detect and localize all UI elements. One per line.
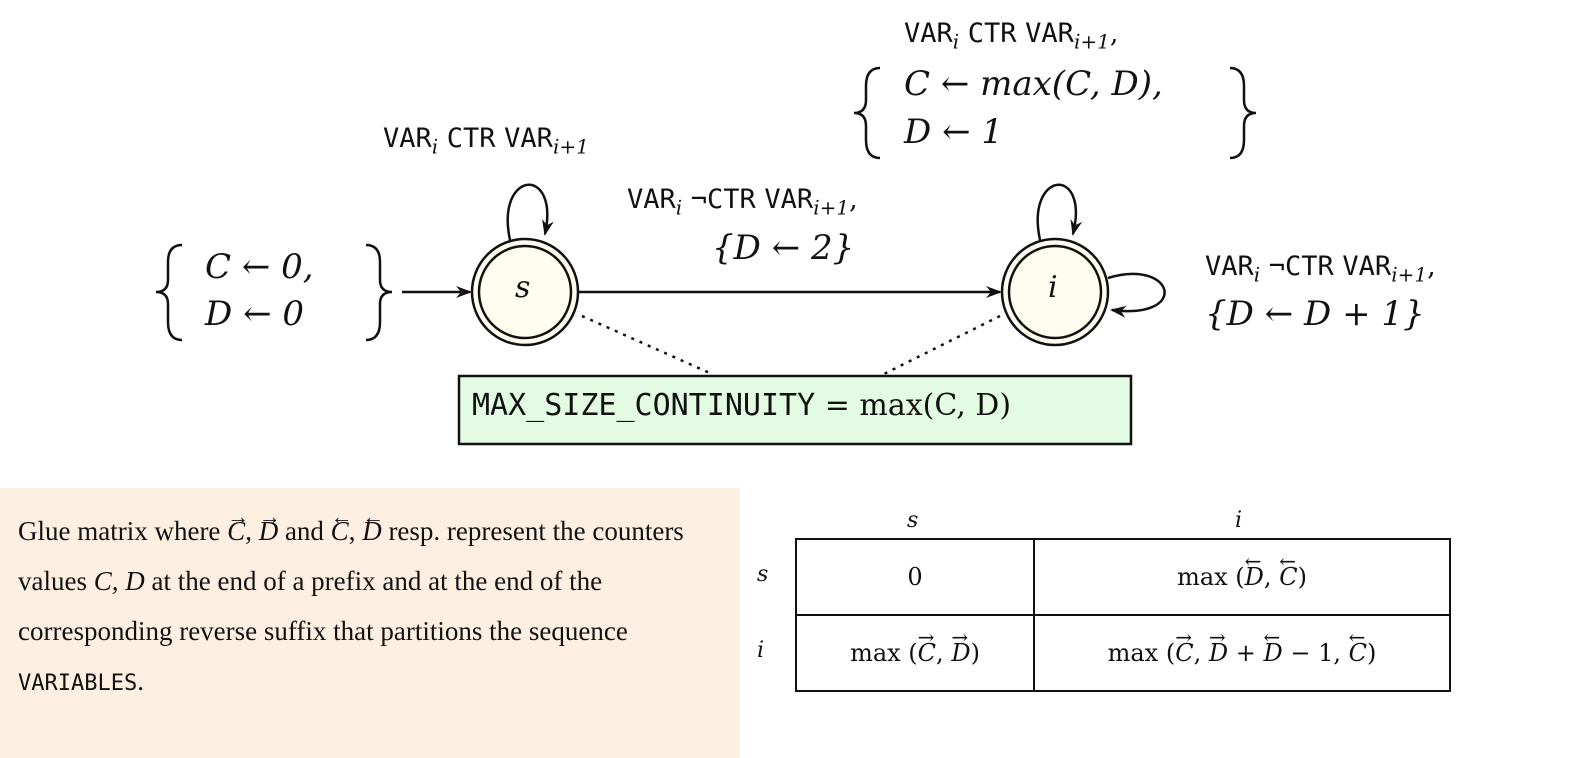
vec-c-bwd: C <box>331 492 353 556</box>
loop-i-top-label-line1: C ← max(C, D), <box>904 64 1163 104</box>
loop-s-sub: i <box>431 134 439 159</box>
dotted-connector-i <box>883 314 1001 376</box>
loop-s-label: VARi CTR VARi+1 <box>383 123 589 158</box>
loop-r-sub: i <box>1253 262 1261 287</box>
state-i <box>1000 237 1110 347</box>
cell-s-s-value: 0 <box>907 563 923 591</box>
loop-s-sub2: i+1 <box>552 134 589 159</box>
loop-i-right-label-line2: {D ← D + 1} <box>1205 294 1425 334</box>
edge-var2: VAR <box>764 184 814 215</box>
state-s-label: s <box>515 270 531 305</box>
state-i-label: i <box>1048 270 1058 305</box>
loop-i-var: VAR <box>904 18 953 49</box>
glue-variables: VARIABLES <box>18 671 138 696</box>
loop-i-sub2: i+1 <box>1073 29 1110 54</box>
cell-i-s-max: max <box>850 639 901 667</box>
edge-comma: , <box>849 184 858 215</box>
loop-i-right-label-line1: VARi ¬CTR VARi+1, <box>1205 251 1436 286</box>
cell-i-i-c: D <box>1263 625 1282 667</box>
loop-i-comma: , <box>1109 18 1119 49</box>
cell-s-i-max: max <box>1177 563 1228 591</box>
loop-i-sub: i <box>952 29 960 54</box>
cell-i-s: max (C, D) <box>795 614 1035 692</box>
loop-s-var: VAR <box>383 123 432 154</box>
loop-r-var: VAR <box>1205 251 1254 282</box>
edge-s-i-label-line2: {D ← 2} <box>712 228 855 268</box>
loop-i-right-arrow <box>1107 272 1166 318</box>
glue-matrix-table: 0 max (D, C) max (C, D) max (C, D + D − … <box>795 538 1451 692</box>
loop-i-var2: VAR <box>1025 18 1074 49</box>
final-name: MAX_SIZE_CONTINUITY <box>472 388 816 423</box>
loop-s-arrow <box>506 183 554 241</box>
final-eq: = max(C, D) <box>824 388 1012 423</box>
row-head-i: i <box>757 638 765 663</box>
final-box-text: MAX_SIZE_CONTINUITY = max(C, D) <box>472 388 1011 423</box>
cell-i-i: max (C, D + D − 1, C) <box>1033 614 1451 692</box>
loop-r-neg-ctr: ¬CTR <box>1268 251 1334 282</box>
glue-explanation-box: Glue matrix where C, D and C, D resp. re… <box>0 488 740 758</box>
loop-i-ctr: CTR <box>967 18 1017 49</box>
loop-r-comma: , <box>1427 251 1436 282</box>
vec-c-fwd: C <box>227 492 249 556</box>
col-head-i: i <box>1235 508 1243 533</box>
cell-s-i-a: D <box>1245 549 1264 591</box>
edge-s-i-label-line1: VARi ¬CTR VARi+1, <box>627 184 858 219</box>
edge-sub: i <box>675 195 683 220</box>
cell-i-s-b: D <box>951 625 970 667</box>
cell-i-i-max: max <box>1107 639 1159 667</box>
loop-i-top-arrow <box>1036 183 1083 241</box>
loop-s-var2: VAR <box>504 123 553 154</box>
vec-d-bwd: D <box>362 492 383 556</box>
col-head-s: s <box>907 508 919 533</box>
loop-i-brace-left <box>853 66 881 160</box>
loop-i-top-label-line0: VARi CTR VARi+1, <box>904 18 1118 53</box>
row-head-s: s <box>757 562 769 587</box>
glue-explanation-text: Glue matrix where C, D and C, D resp. re… <box>18 492 718 709</box>
edge-neg-ctr: ¬CTR <box>690 184 756 215</box>
glue-text-1: Glue matrix where <box>18 516 228 546</box>
init-line-1: C ← 0, <box>205 247 314 287</box>
loop-r-sub2: i+1 <box>1391 262 1428 287</box>
init-brace-right <box>365 243 393 342</box>
final-box <box>457 374 1133 446</box>
cell-s-s: 0 <box>795 538 1035 616</box>
loop-i-brace-right <box>1229 66 1257 160</box>
cell-i-i-a: C <box>1175 625 1193 667</box>
cell-i-i-d: C <box>1349 625 1367 667</box>
loop-s-ctr: CTR <box>446 123 496 154</box>
glue-text-3: at the end of a prefix and at the end of… <box>18 566 628 646</box>
cell-i-i-plus: + <box>1228 639 1264 667</box>
glue-period: . <box>137 666 144 696</box>
glue-and: and <box>278 516 331 546</box>
cell-i-s-a: C <box>918 625 936 667</box>
glue-text-2: resp. represent the counters values <box>18 516 684 596</box>
cell-s-i-b: C <box>1279 549 1297 591</box>
init-line-2: D ← 0 <box>205 294 304 334</box>
cell-s-i: max (D, C) <box>1033 538 1451 616</box>
edge-var: VAR <box>627 184 676 215</box>
loop-i-top-label-line2: D ← 1 <box>904 112 1003 152</box>
glue-matrix: s i s i 0 max (D, C) max (C, D) max (C, … <box>745 500 1465 700</box>
loop-r-var2: VAR <box>1342 251 1392 282</box>
edge-sub2: i+1 <box>813 195 850 220</box>
init-brace-left <box>155 243 183 342</box>
dotted-connector-s <box>581 314 713 376</box>
vec-d-fwd: D <box>259 492 280 556</box>
glue-counter-values: C, D <box>93 566 145 596</box>
cell-i-i-minus: − 1, <box>1282 639 1349 667</box>
automaton-diagram <box>155 66 1257 446</box>
cell-i-i-b: D <box>1209 625 1228 667</box>
